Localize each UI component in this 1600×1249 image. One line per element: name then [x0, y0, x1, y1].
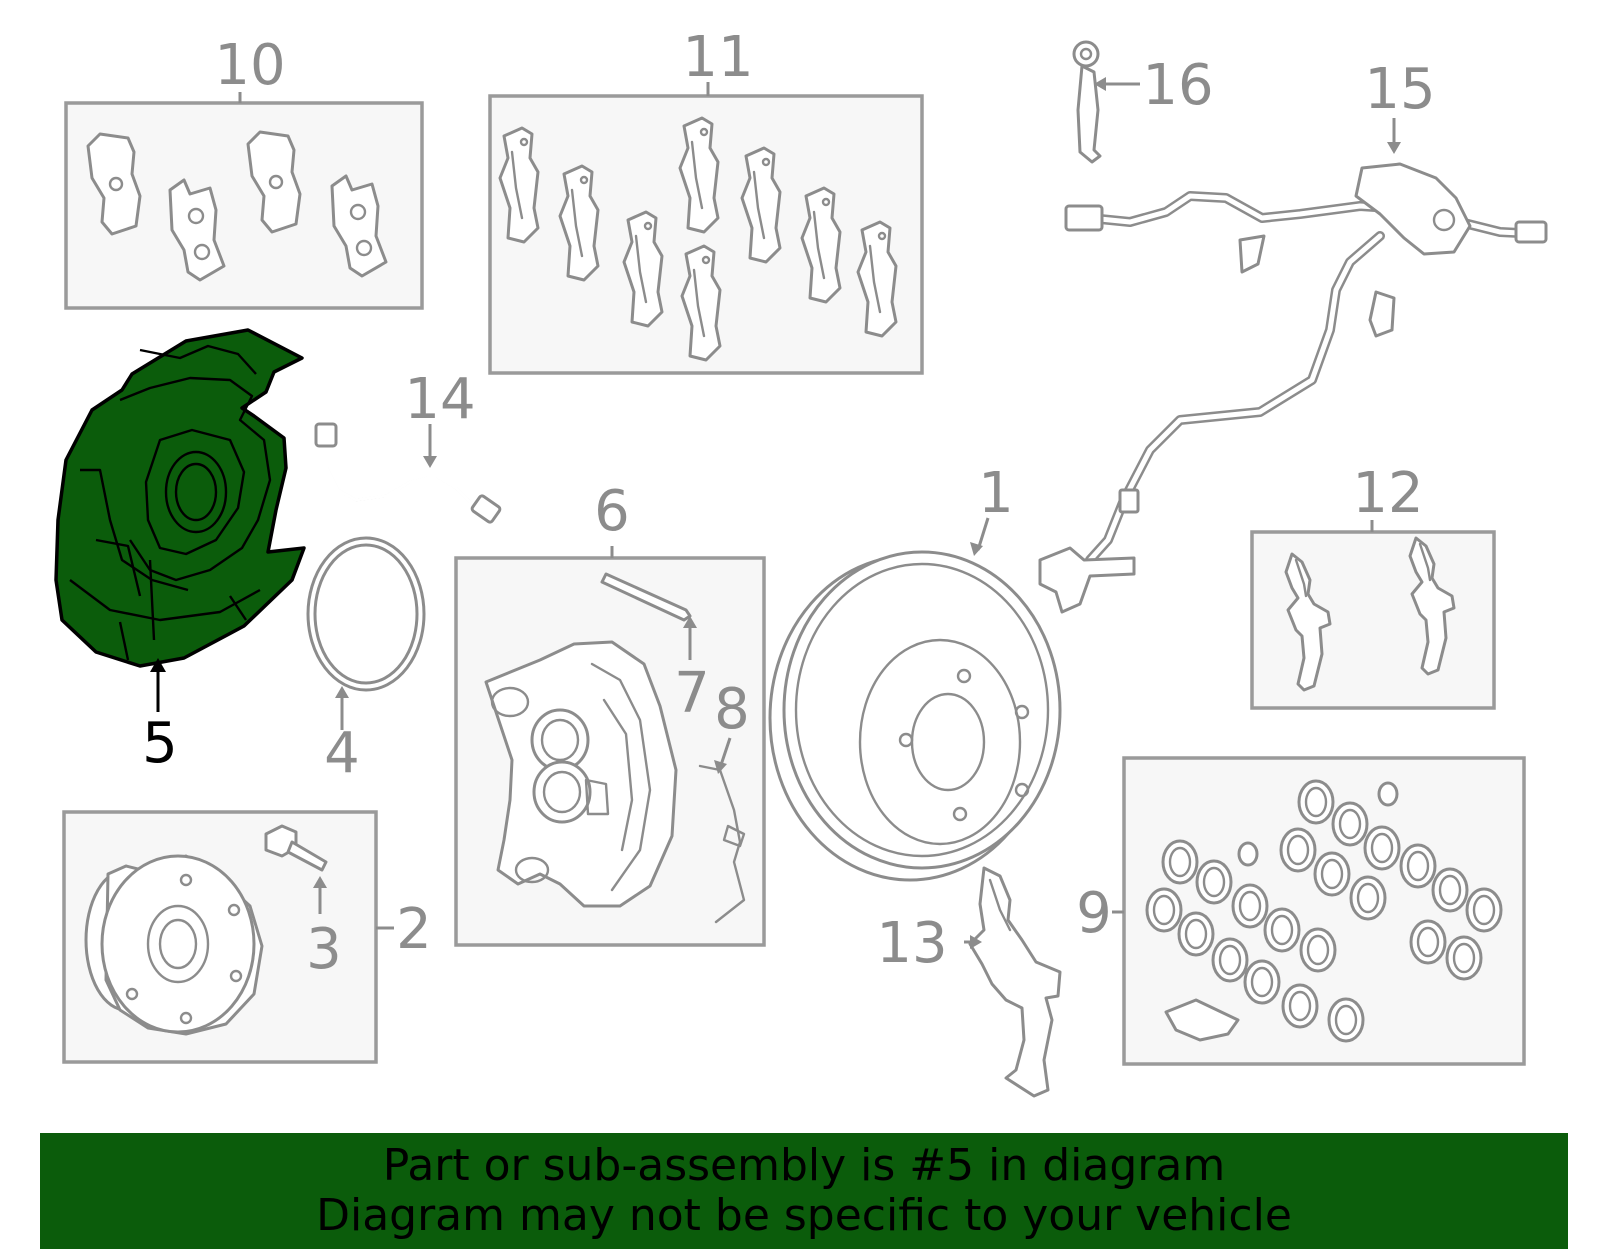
callout-2: 2: [396, 897, 432, 962]
shim-kit-group-11: [488, 82, 924, 375]
pad-kit-group-10: [64, 92, 424, 310]
callout-12: 12: [1352, 461, 1423, 526]
callout-8: 8: [714, 677, 750, 742]
callout-11: 11: [682, 25, 753, 90]
dust-shield-part-5: [54, 328, 306, 712]
hub-group-2: [62, 810, 394, 1064]
callout-1: 1: [978, 461, 1014, 526]
callout-14: 14: [404, 367, 475, 432]
callout-6: 6: [594, 479, 630, 544]
caliper-group-6: [454, 546, 766, 947]
clips-box: [1250, 530, 1496, 710]
clip-part-13: [964, 866, 1062, 1098]
banner-line-1: Part or sub-assembly is #5 in diagram: [382, 1140, 1226, 1191]
callout-5: 5: [142, 711, 178, 776]
abs-harness-part-15: [1038, 118, 1548, 614]
bracket-part-16: [1072, 40, 1140, 164]
seal-kit-group-9: [1112, 756, 1526, 1066]
brake-hose-part-14: [314, 422, 502, 524]
callout-16: 16: [1142, 53, 1213, 118]
callout-3: 3: [306, 917, 342, 982]
rotor-part-1: [768, 517, 1062, 882]
callout-15: 15: [1364, 57, 1435, 122]
callout-9: 9: [1076, 881, 1112, 946]
info-banner: Part or sub-assembly is #5 in diagram Di…: [40, 1133, 1568, 1249]
o-ring-part-4: [306, 536, 426, 730]
banner-line-2: Diagram may not be specific to your vehi…: [316, 1190, 1292, 1241]
clips-group-12: [1250, 520, 1496, 710]
callout-13: 13: [876, 911, 947, 976]
callout-4: 4: [324, 721, 360, 786]
callout-10: 10: [214, 33, 285, 98]
callout-7: 7: [674, 661, 710, 726]
